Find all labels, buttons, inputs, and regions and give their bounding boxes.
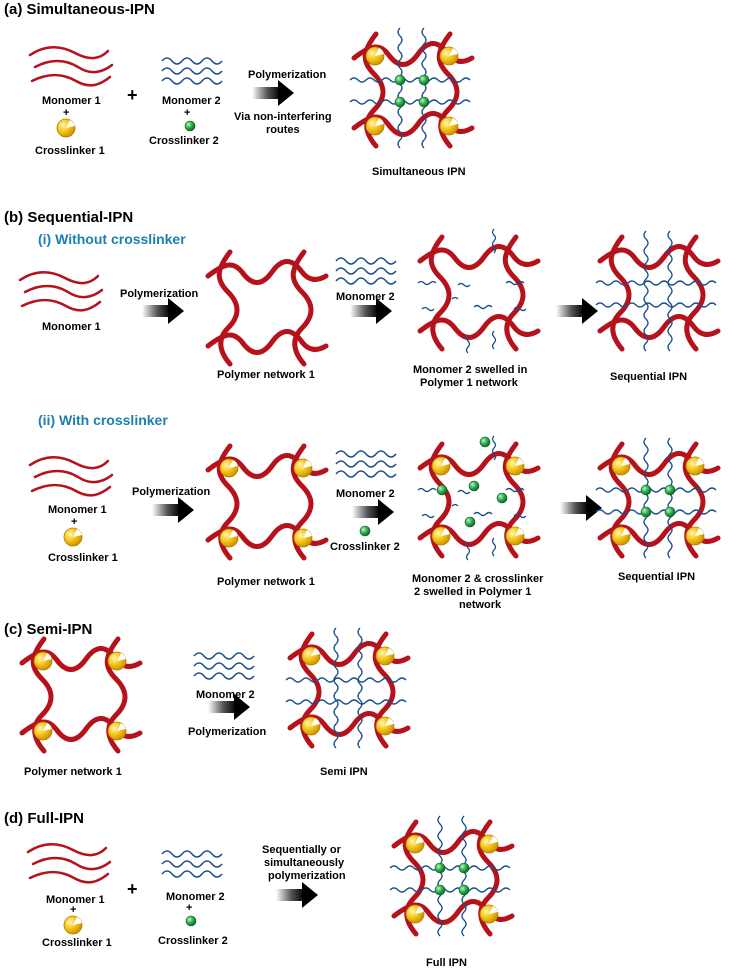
crosslinked-polymer-network-1 <box>208 446 326 558</box>
arrow-label-top: Polymerization <box>248 69 327 81</box>
reaction-arrow <box>560 495 602 521</box>
monomer-1-strands <box>28 45 114 87</box>
arrow-label-bottom: routes <box>266 124 300 136</box>
section-c-title: (c) Semi-IPN <box>4 621 92 638</box>
swelled-label: Polymer 1 network <box>420 377 519 389</box>
reaction-arrow <box>252 80 294 106</box>
monomer-2-label: Monomer 2 <box>162 95 221 107</box>
monomer-1-strands <box>26 842 112 884</box>
small-plus: + <box>184 107 190 119</box>
subsection-i-title: (i) Without crosslinker <box>38 231 186 247</box>
reaction-arrow <box>152 497 194 523</box>
swelled-label: network <box>459 599 502 611</box>
crosslinked-polymer-network-1 <box>22 639 140 751</box>
result-label: Sequential IPN <box>610 371 687 383</box>
crosslinker-2-icon <box>184 120 196 132</box>
reaction-arrow <box>142 298 184 324</box>
sequential-ipn-network <box>595 230 718 352</box>
monomer-2-strands <box>335 257 397 285</box>
swelled-label: Monomer 2 & crosslinker <box>412 573 544 585</box>
monomer-1-strands <box>18 270 104 312</box>
monomer-1-label: Monomer 1 <box>48 504 107 516</box>
crosslinker-2-label: Crosslinker 2 <box>149 135 219 147</box>
crosslinker-2-label: Crosslinker 2 <box>330 541 400 553</box>
crosslinker-2-icon <box>185 915 197 927</box>
crosslinker-2-label: Crosslinker 2 <box>158 935 228 947</box>
result-label: Simultaneous IPN <box>372 166 466 178</box>
section-b-title: (b) Sequential-IPN <box>4 209 133 226</box>
small-plus: + <box>186 902 192 914</box>
monomer-2-strands <box>161 850 223 878</box>
network-label: Polymer network 1 <box>24 766 122 778</box>
network-label: Polymer network 1 <box>217 576 315 588</box>
arrow-label: Polymerization <box>120 288 199 300</box>
monomer-1-label: Monomer 1 <box>42 95 101 107</box>
small-plus: + <box>63 107 69 119</box>
polymer-network-1 <box>208 252 326 364</box>
swelled-label: 2 swelled in Polymer 1 <box>414 586 531 598</box>
monomer-1-strands <box>28 455 114 497</box>
simultaneous-ipn-network <box>349 27 472 149</box>
crosslinker-1-icon <box>63 915 83 935</box>
crosslinker-1-label: Crosslinker 1 <box>35 145 105 157</box>
small-plus: + <box>71 516 77 528</box>
swelled-label: Monomer 2 swelled in <box>413 364 528 376</box>
arrow-label: Sequentially or <box>262 844 342 856</box>
monomer-2-label: Monomer 2 <box>336 488 395 500</box>
monomer-2-label: Monomer 2 <box>166 891 225 903</box>
crosslinker-1-icon <box>63 527 83 547</box>
monomer-2-strands <box>335 450 397 478</box>
monomer-2-strands <box>161 57 223 85</box>
arrow-label: Polymerization <box>132 486 211 498</box>
section-d-title: (d) Full-IPN <box>4 810 84 827</box>
swelled-crosslinked-network <box>417 435 538 561</box>
full-ipn-network <box>389 815 512 937</box>
crosslinker-1-icon <box>56 118 76 138</box>
swelled-network <box>417 228 538 354</box>
result-label: Sequential IPN <box>618 571 695 583</box>
section-a-title: (a) Simultaneous-IPN <box>4 1 155 18</box>
crosslinker-1-label: Crosslinker 1 <box>42 937 112 949</box>
reaction-arrow <box>276 882 318 908</box>
reaction-arrow <box>556 298 598 324</box>
reaction-arrow <box>352 499 394 525</box>
network-label: Polymer network 1 <box>217 369 315 381</box>
plus-sign: + <box>127 879 138 899</box>
arrow-label: polymerization <box>268 870 346 882</box>
subsection-ii-title: (ii) With crosslinker <box>38 412 168 428</box>
monomer-2-strands <box>193 652 255 680</box>
result-label: Semi IPN <box>320 766 368 778</box>
semi-ipn-network <box>285 627 408 749</box>
monomer-2-label: Monomer 2 <box>336 291 395 303</box>
monomer-2-label: Monomer 2 <box>196 689 255 701</box>
monomer-1-label: Monomer 1 <box>42 321 101 333</box>
sequential-ipn-crosslinked-network <box>595 437 718 559</box>
crosslinker-2-icon <box>359 525 371 537</box>
monomer-1-label: Monomer 1 <box>46 894 105 906</box>
arrow-label: Polymerization <box>188 726 267 738</box>
arrow-label: simultaneously <box>264 857 345 869</box>
result-label: Full IPN <box>426 957 467 969</box>
arrow-label-bottom: Via non-interfering <box>234 111 332 123</box>
plus-sign: + <box>127 85 138 105</box>
small-plus: + <box>70 904 76 916</box>
crosslinker-1-label: Crosslinker 1 <box>48 552 118 564</box>
